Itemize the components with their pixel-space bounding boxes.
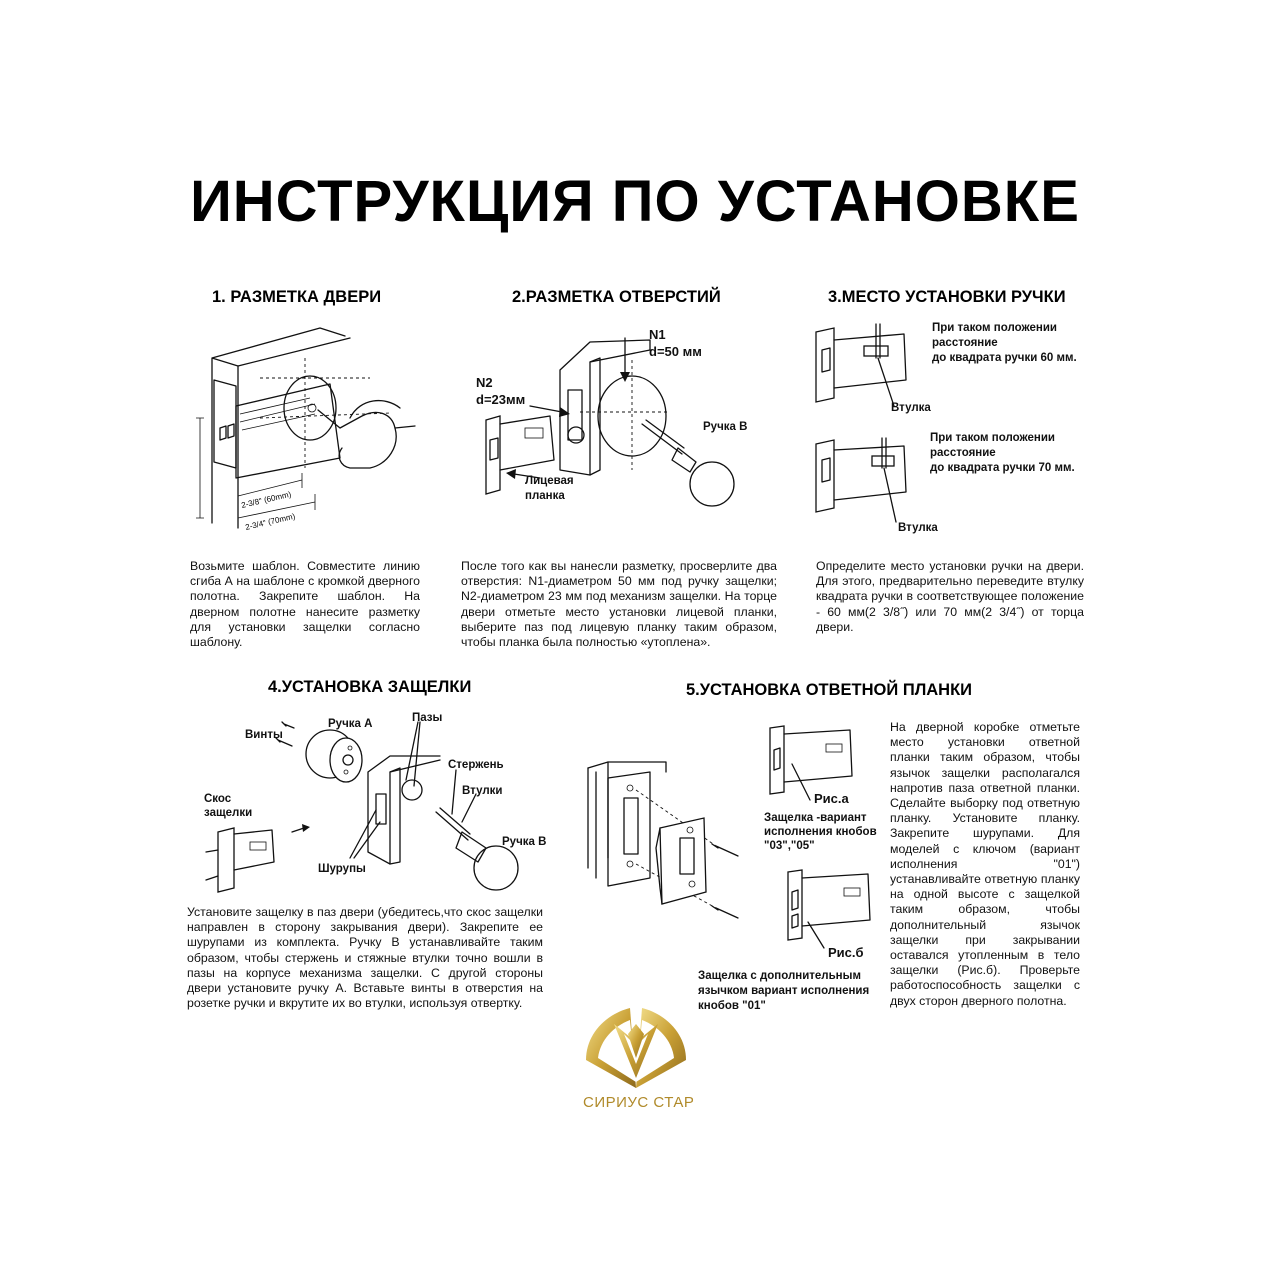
note60-line2: расстояние	[932, 337, 998, 349]
step2-title: 2.РАЗМЕТКА ОТВЕРСТИЙ	[512, 288, 721, 306]
fig-a-caption-3: "03","05"	[764, 840, 815, 852]
brand-logo-icon	[586, 1008, 686, 1088]
step1-text: Возьмите шаблон. Совместите линию сгиба …	[190, 559, 420, 650]
n2-label: N2	[476, 375, 493, 390]
step5-fig-a-latch	[769, 725, 853, 801]
note70-line3: до квадрата ручки 70 мм.	[930, 462, 1075, 474]
bevel-label-1: Скос	[204, 793, 232, 805]
fig-a-label: Рис.а	[814, 791, 849, 806]
bevel-label-2: защелки	[204, 807, 253, 819]
bottom-caption-3: кнобов "01"	[698, 1000, 766, 1012]
rod-label: Стержень	[448, 759, 504, 771]
page-title: ИНСТРУКЦИЯ ПО УСТАНОВКЕ	[190, 169, 1080, 234]
sleeve-label-1: Втулка	[891, 402, 931, 414]
step4-title: 4.УСТАНОВКА ЗАЩЕЛКИ	[268, 678, 472, 696]
bottom-caption-1: Защелка с дополнительным	[698, 970, 861, 982]
fig-a-caption-1: Защелка -вариант	[764, 812, 867, 824]
step1-title: 1. РАЗМЕТКА ДВЕРИ	[212, 288, 382, 306]
handle-b-label-step4: Ручка В	[502, 836, 547, 848]
note70-line2: расстояние	[930, 447, 996, 459]
step5-strike-plate-illustration	[587, 761, 739, 919]
screws2-label: Шурупы	[318, 863, 366, 875]
note70-line1: При таком положении	[930, 432, 1055, 444]
sleeves-label: Втулки	[462, 785, 503, 797]
step2-holes-illustration	[485, 337, 735, 507]
n1-label: N1	[649, 327, 666, 342]
faceplate-label-1: Лицевая	[525, 475, 574, 487]
dim-60-label: 2-3/8" (60mm)	[240, 490, 292, 510]
step1-door-marking-illustration: 2-3/8" (60mm) 2-3/4" (70mm)	[196, 327, 416, 532]
screws-label: Винты	[245, 729, 283, 741]
step4-latch-installation-illustration	[205, 721, 519, 893]
note60-line3: до квадрата ручки 60 мм.	[932, 352, 1077, 364]
n2-diameter-label: d=23мм	[476, 392, 526, 407]
faceplate-label-2: планка	[525, 490, 565, 502]
fig-a-caption-2: исполнения кнобов	[764, 826, 877, 838]
sleeve-label-2: Втулка	[898, 522, 938, 534]
step3-latch-70-illustration	[815, 437, 907, 523]
step3-latch-60-illustration	[815, 323, 907, 407]
note60-line1: При таком положении	[932, 322, 1057, 334]
step3-text: Определите место установки ручки на двер…	[816, 559, 1084, 634]
handle-a-label: Ручка А	[328, 718, 373, 730]
bottom-caption-2: язычком вариант исполнения	[698, 985, 870, 997]
step5-text: На дверной коробке отметьте место устано…	[890, 720, 1080, 1008]
step2-text: После того как вы нанесли разметку, прос…	[461, 559, 777, 650]
fig-b-label: Рис.б	[828, 945, 864, 960]
step4-text: Установите защелку в паз двери (убедитес…	[187, 905, 543, 1011]
n1-diameter-label: d=50 мм	[649, 344, 702, 359]
brand-name: СИРИУС СТАР	[583, 1094, 695, 1111]
slots-label: Пазы	[412, 712, 443, 724]
handle-b-label: Ручка В	[703, 421, 748, 433]
step5-title: 5.УСТАНОВКА ОТВЕТНОЙ ПЛАНКИ	[686, 681, 973, 699]
step3-title: 3.МЕСТО УСТАНОВКИ РУЧКИ	[828, 288, 1066, 306]
step5-fig-b-latch	[787, 869, 871, 949]
